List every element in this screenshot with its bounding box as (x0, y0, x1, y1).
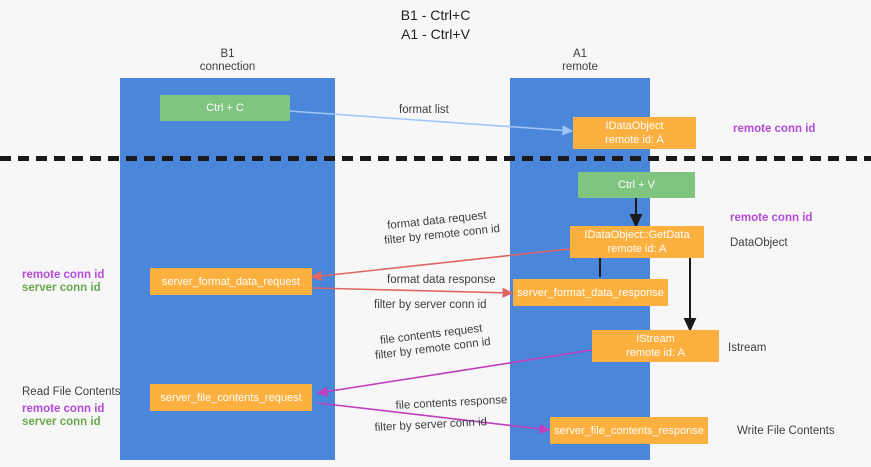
node-istream[interactable]: IStream remote id: A (592, 330, 719, 362)
title-line-2: A1 - Ctrl+V (401, 26, 470, 42)
lane-b1-title: B1 (220, 48, 235, 60)
node-idataobject-getdata[interactable]: IDataObject::GetData remote id: A (570, 226, 704, 258)
annotation-istream: Istream (728, 342, 767, 354)
node-server-format-data-request-label: server_format_data_request (161, 275, 301, 288)
filter-prefix-4: filter by (374, 420, 412, 435)
annotation-read-file-contents: Read File Contents (22, 386, 121, 398)
annotation-left-server-conn-id-middle: server conn id (22, 282, 101, 294)
edge-format-data-response (311, 287, 514, 298)
node-ctrl-v-label: Ctrl + V (618, 179, 655, 191)
annotation-left-remote-conn-id-bottom: remote conn id (22, 403, 105, 415)
node-server-format-data-response[interactable]: server_format_data_response (513, 279, 668, 306)
node-ctrl-v[interactable]: Ctrl + V (578, 172, 695, 198)
node-idataobject-label: IDataObject (605, 120, 664, 132)
node-ctrl-c-label: Ctrl + C (206, 102, 244, 114)
node-server-file-contents-request-label: server_file_contents_request (160, 391, 302, 404)
lane-header-b1: B1 connection (120, 48, 335, 74)
filter-key-server-conn-id-1: server conn id (414, 299, 487, 311)
filter-prefix-1: filter by (383, 231, 422, 248)
filter-prefix-3: filter by (374, 345, 413, 363)
node-getdata-label: IDataObject::GetData (584, 229, 690, 241)
node-server-file-contents-response-label: server_file_contents_response (554, 424, 704, 437)
node-server-file-contents-request[interactable]: server_file_contents_request (150, 384, 312, 411)
node-ctrl-c[interactable]: Ctrl + C (160, 95, 290, 121)
node-server-format-data-response-label: server_format_data_response (517, 286, 664, 299)
annotation-remote-conn-id-top: remote conn id (733, 123, 816, 135)
annotation-dataobject: DataObject (730, 237, 788, 249)
annotation-remote-conn-id-middle: remote conn id (730, 212, 813, 224)
node-server-format-data-request[interactable]: server_format_data_request (150, 268, 312, 295)
lane-a1-subtitle: remote (562, 61, 598, 73)
lane-a1-title: A1 (572, 48, 588, 60)
node-idataobject-remote-id: remote id: A (605, 134, 664, 146)
section-divider (0, 156, 871, 161)
lane-b1-subtitle: connection (199, 61, 256, 73)
annotation-left-server-conn-id-bottom: server conn id (22, 416, 101, 428)
node-idataobject[interactable]: IDataObject remote id: A (573, 117, 696, 149)
edge-label-format-list: format list (399, 104, 449, 116)
node-istream-remote-id: remote id: A (626, 347, 685, 359)
edge-label-file-contents-response: file contents response (395, 394, 508, 413)
page-title: B1 - Ctrl+C A1 - Ctrl+V (0, 6, 871, 44)
node-istream-label: IStream (636, 333, 675, 345)
node-server-file-contents-response[interactable]: server_file_contents_response (550, 417, 708, 444)
filter-key-server-conn-id-2: server conn id (414, 416, 488, 432)
title-line-1: B1 - Ctrl+C (400, 7, 471, 23)
lane-header-a1: A1 remote (510, 48, 650, 74)
annotation-left-remote-conn-id-middle: remote conn id (22, 269, 105, 281)
filter-prefix-2: filter by (374, 299, 412, 311)
node-getdata-remote-id: remote id: A (607, 243, 667, 255)
edge-label-format-data-response-filter: filter by server conn id (374, 298, 487, 312)
edge-label-format-data-response: format data response (387, 274, 496, 286)
annotation-write-file-contents: Write File Contents (737, 425, 835, 437)
edge-label-file-contents-response-filter: filter by server conn id (374, 415, 487, 435)
